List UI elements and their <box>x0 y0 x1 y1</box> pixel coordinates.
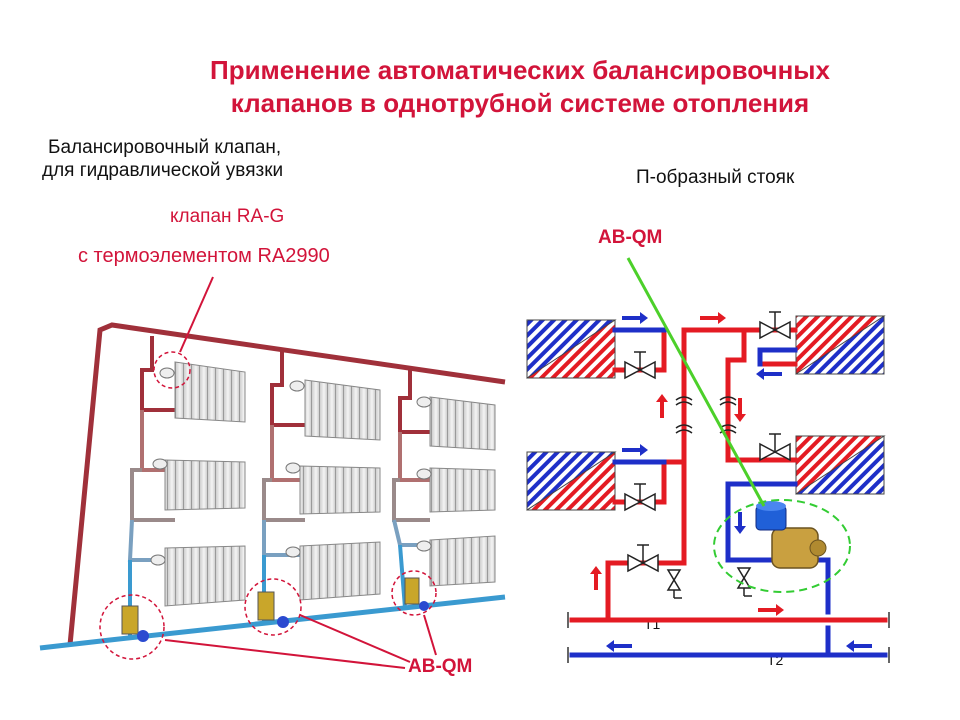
thermo-head-icon <box>416 396 432 408</box>
supply-pipes <box>569 327 888 623</box>
thermo-head-icon <box>416 540 432 552</box>
drain-valve-icon <box>666 569 682 599</box>
abqm-actuator-icon <box>277 616 289 628</box>
thermo-head-icon <box>150 554 166 566</box>
break-marks <box>675 396 737 434</box>
radiator <box>304 379 381 441</box>
thermo-head-icon <box>152 458 168 470</box>
pointer-lines <box>164 276 437 669</box>
page-title: Применение автоматических балансировочны… <box>110 54 930 120</box>
radiator <box>429 535 496 587</box>
arrow-right-icon <box>622 444 648 456</box>
pipe-end-caps <box>567 612 890 663</box>
radiator <box>164 459 246 511</box>
arrow-up-icon <box>590 566 602 590</box>
panel-radiator <box>526 319 617 379</box>
arrow-right-icon <box>622 312 648 324</box>
abqm-valve-icon <box>404 577 420 605</box>
shutoff-valve-icon <box>624 351 656 380</box>
abqm-valve <box>755 501 827 569</box>
valve-name-label: клапан RA-G <box>170 206 285 227</box>
radiator <box>164 545 246 607</box>
abqm-valve-icon <box>257 591 275 621</box>
thermo-head-icon <box>159 367 175 379</box>
thermo-head-icon <box>416 468 432 480</box>
left-caption-line-2: для гидравлической увязки <box>42 160 284 181</box>
left-system <box>39 276 506 669</box>
shutoff-valve-icon <box>624 483 656 512</box>
shutoff-valve-icon <box>759 433 791 462</box>
radiator <box>299 541 381 601</box>
callout-circles <box>99 351 437 660</box>
arrow-left-icon <box>846 640 872 652</box>
arrow-down-icon <box>734 512 746 534</box>
abqm-actuator-icon <box>419 601 429 611</box>
main-return-pipe <box>39 594 506 651</box>
riser-valve-icon <box>627 544 659 573</box>
abqm-label-left: AB-QM <box>408 656 473 677</box>
abqm-highlight-circle <box>713 499 851 593</box>
thermo-head-icon <box>285 462 301 474</box>
title-line-2: клапанов в однотрубной системе отопления <box>230 88 810 118</box>
radiator <box>429 467 496 513</box>
radiator <box>299 465 381 515</box>
radiator <box>174 361 246 423</box>
shutoff-valve-icon <box>759 311 791 340</box>
abqm-label-right: AB-QM <box>598 227 663 248</box>
flow-arrows <box>590 312 872 652</box>
panel-radiator <box>526 451 617 511</box>
abqm-pointer-line <box>626 257 766 507</box>
thermo-head-icon <box>285 546 301 558</box>
arrow-down-icon <box>734 398 746 422</box>
valves <box>624 311 791 599</box>
arrow-left-icon <box>606 640 632 652</box>
arrow-right-icon <box>758 604 784 616</box>
thermo-heads <box>150 367 432 566</box>
riser-label: П-образный стояк <box>636 167 795 188</box>
thermo-element-label: с термоэлементом RA2990 <box>78 245 330 267</box>
panel-radiator <box>795 435 886 495</box>
thermo-head-icon <box>289 380 305 392</box>
abqm-valve-icon <box>121 605 139 635</box>
riser-2 <box>262 350 305 625</box>
main-supply-pipe <box>67 322 506 646</box>
title-line-1: Применение автоматических балансировочны… <box>210 55 830 85</box>
left-caption-line-1: Балансировочный клапан, <box>48 137 282 158</box>
left-caption: Балансировочный клапан, для гидравлическ… <box>42 136 283 182</box>
panel-radiators <box>526 315 886 511</box>
arrow-right-icon <box>700 312 726 324</box>
arrow-up-icon <box>656 394 668 418</box>
abqm-actuator-icon <box>137 630 149 642</box>
arrow-left-icon <box>756 368 782 380</box>
radiators <box>164 361 496 607</box>
balancing-valves <box>121 577 429 642</box>
right-system <box>526 257 890 663</box>
panel-radiator <box>795 315 886 375</box>
radiator <box>429 396 496 451</box>
